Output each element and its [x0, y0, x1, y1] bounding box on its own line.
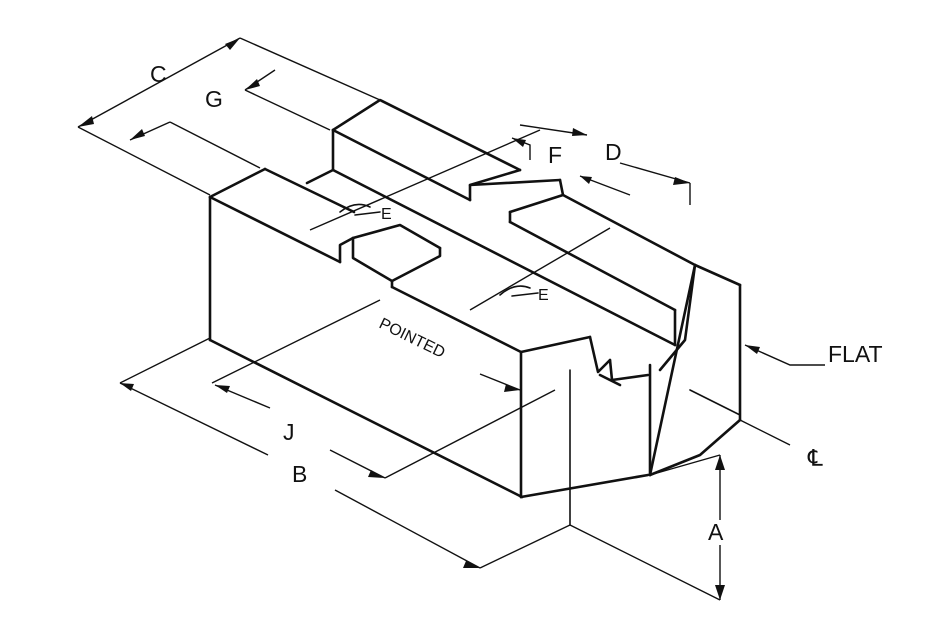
- arrowheads: [78, 38, 760, 600]
- label-pointed: POINTED: [376, 315, 447, 361]
- label-f: F: [548, 142, 562, 168]
- label-e-lower: E: [538, 287, 549, 304]
- labels: C G D F E E POINTED FLAT J B ℄ A: [150, 61, 883, 545]
- label-e-upper: E: [381, 206, 392, 223]
- label-a: A: [708, 519, 724, 545]
- label-j: J: [283, 419, 295, 445]
- label-g: G: [205, 86, 223, 112]
- jaw-body-outline: [208, 98, 742, 526]
- label-centerline: ℄: [807, 445, 823, 471]
- dimension-lines: [77, 37, 825, 601]
- label-c: C: [150, 61, 167, 87]
- label-b: B: [292, 461, 307, 487]
- label-d: D: [605, 139, 622, 165]
- label-flat: FLAT: [828, 341, 883, 367]
- angle-e-markers: [339, 203, 539, 297]
